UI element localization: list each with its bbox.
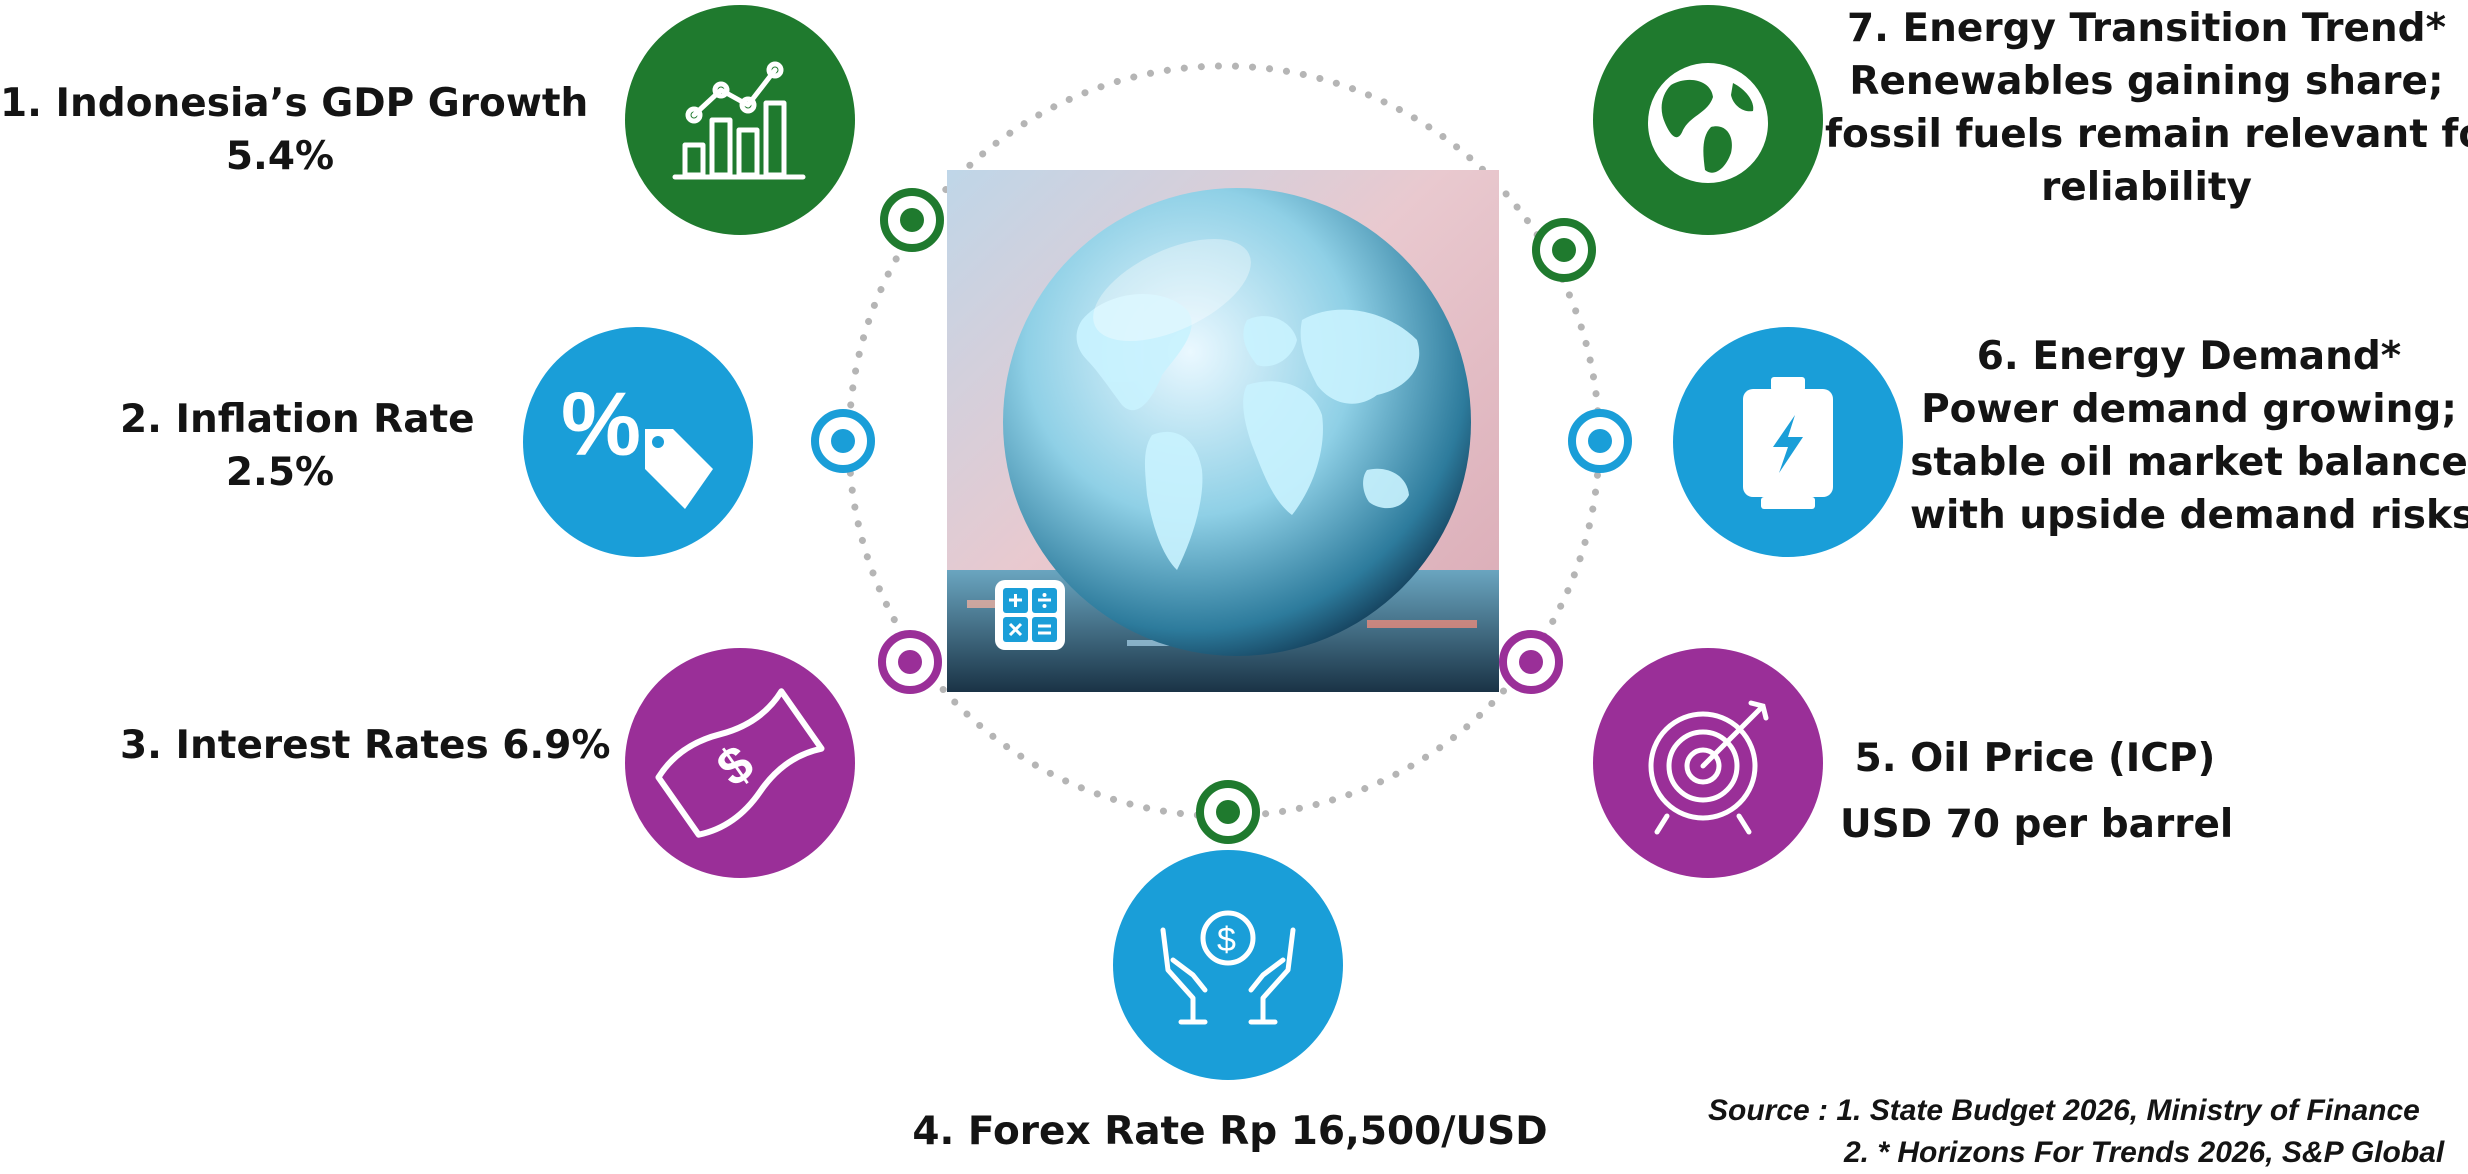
globe-icon [1648, 63, 1768, 183]
connector-dot-oil [1499, 630, 1563, 694]
demand-line-2: stable oil market balance [1910, 440, 2468, 485]
gdp-value: 5.4% [225, 134, 335, 179]
growth-chart-icon [672, 61, 806, 180]
interest-icon-circle: $ [625, 648, 855, 878]
transition-line-2: fossil fuels remain relevant for [1825, 112, 2468, 157]
connector-dot-forex [1196, 780, 1260, 844]
interest-title: 3. Interest Rates 6.9% [120, 723, 611, 768]
connector-dot-interest [878, 630, 942, 694]
oil-title: 5. Oil Price (ICP) [1854, 736, 2216, 781]
oil-label: 5. Oil Price (ICP) USD 70 per barrel [1840, 726, 2234, 858]
demand-line-3: with upside demand risks [1910, 493, 2468, 538]
forex-title: 4. Forex Rate Rp 16,500/USD [912, 1109, 1548, 1154]
percent-tag-icon: % [561, 375, 713, 509]
source-note: Source : 1. State Budget 2026, Ministry … [1708, 1090, 2468, 1174]
gdp-title: 1. Indonesia’s GDP Growth [0, 81, 589, 126]
transition-line-1: Renewables gaining share; [1849, 59, 2444, 104]
hands-coin-icon: $ [1160, 910, 1296, 1025]
demand-icon-circle [1673, 327, 1903, 557]
demand-line-1: Power demand growing; [1921, 387, 2457, 432]
connector-dot-inflation [811, 409, 875, 473]
demand-label: 6. Energy Demand* Power demand growing; … [1910, 330, 2468, 542]
battery-bolt-icon [1743, 377, 1833, 509]
connector-dot-gdp [880, 188, 944, 252]
svg-text:%: % [561, 375, 641, 475]
source-line-1: Source : 1. State Budget 2026, Ministry … [1708, 1094, 2420, 1127]
inflation-value: 2.5% [225, 450, 335, 495]
gdp-label: 1. Indonesia’s GDP Growth 5.4% [0, 77, 589, 183]
transition-icon-circle [1593, 5, 1823, 235]
source-line-2: 2. * Horizons For Trends 2026, S&P Globa… [1844, 1136, 2445, 1169]
connector-dot-transition [1532, 218, 1596, 282]
transition-title: 7. Energy Transition Trend* [1847, 6, 2446, 51]
target-arrow-icon [1648, 700, 1769, 835]
inflation-icon-circle: % [523, 327, 753, 557]
forex-label: 4. Forex Rate Rp 16,500/USD [900, 1105, 1560, 1158]
inflation-title: 2. Inflation Rate [120, 397, 475, 442]
transition-line-3: reliability [2041, 165, 2252, 210]
demand-title: 6. Energy Demand* [1976, 334, 2402, 379]
connector-dot-demand [1568, 409, 1632, 473]
inflation-label: 2. Inflation Rate 2.5% [120, 393, 475, 499]
gdp-icon-circle [625, 5, 855, 235]
transition-label: 7. Energy Transition Trend* Renewables g… [1825, 2, 2468, 214]
forex-icon-circle: $ [1113, 850, 1343, 1080]
oil-icon-circle [1593, 648, 1823, 878]
center-globe-image [947, 170, 1499, 692]
svg-text:$: $ [1217, 921, 1236, 959]
calculator-icon [995, 580, 1065, 650]
interest-label: 3. Interest Rates 6.9% [120, 719, 611, 772]
oil-value: USD 70 per barrel [1840, 802, 2234, 847]
